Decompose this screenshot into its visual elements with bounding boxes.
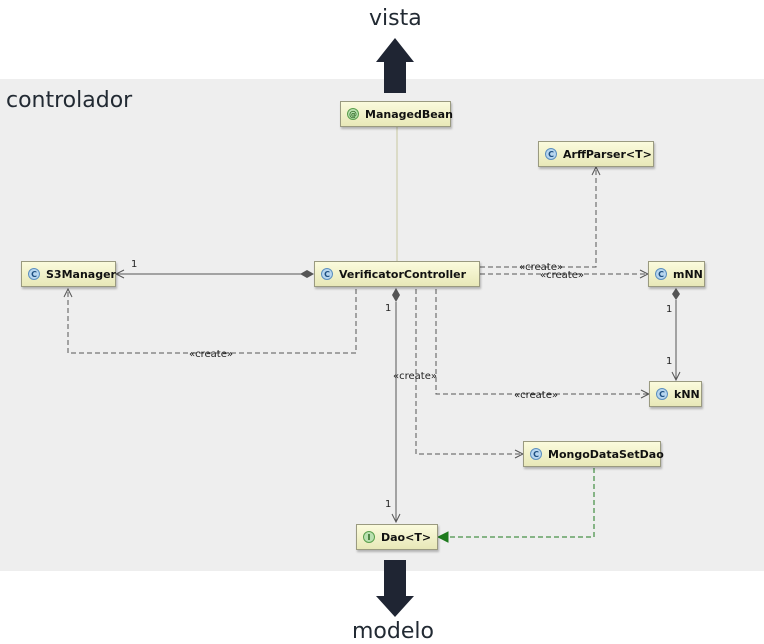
dao-name: Dao<T> [381, 530, 432, 544]
managedbean-annotation-box[interactable]: @ ManagedBean [340, 101, 453, 127]
class-icon: C [530, 448, 542, 460]
create-mongodatasetdao [415, 289, 523, 454]
create-mongo-label: «create» [393, 371, 437, 382]
create-arffparser [480, 167, 596, 268]
class-icon: C [656, 388, 668, 400]
create-arffparser-label: «create» [519, 262, 563, 273]
create-knn-label: «create» [514, 390, 558, 401]
create-s3manager-label: «create» [189, 349, 233, 360]
create-s3manager [68, 289, 357, 354]
view-layer-label: vista [369, 6, 422, 31]
mongodatasetdao-name: MongoDataSetDao [548, 447, 664, 461]
mongodatasetdao-class-box[interactable]: C MongoDataSetDao [523, 441, 664, 467]
s3manager-name: S3Manager [46, 267, 116, 281]
class-icon: C [545, 148, 557, 160]
down-arrow-to-modelo [376, 560, 414, 617]
verificatorcontroller-class-box[interactable]: C VerificatorController [314, 261, 480, 287]
controller-package-label: controlador [6, 88, 133, 113]
annotation-icon: @ [347, 108, 359, 120]
knn-name: kNN [674, 387, 700, 401]
verificator-dao-multiplicity-bottom: 1 [385, 499, 391, 510]
managedbean-name: ManagedBean [365, 107, 453, 121]
s3manager-multiplicity: 1 [131, 259, 137, 270]
create-knn [435, 289, 649, 394]
class-icon: C [655, 268, 667, 280]
knn-multiplicity: 1 [666, 356, 672, 367]
arffparser-name: ArffParser<T> [563, 147, 652, 161]
class-icon: C [321, 268, 333, 280]
mnn-name: mNN [673, 267, 703, 281]
arffparser-class-box[interactable]: C ArffParser<T> [538, 141, 654, 167]
s3manager-class-box[interactable]: C S3Manager [21, 261, 116, 287]
dao-interface-box[interactable]: I Dao<T> [356, 524, 438, 550]
verificator-dao-multiplicity-top: 1 [385, 303, 391, 314]
class-icon: C [28, 268, 40, 280]
mongo-realizes-dao [438, 468, 595, 537]
up-arrow-to-vista [376, 38, 414, 93]
verificatorcontroller-name: VerificatorController [339, 267, 467, 281]
model-layer-label: modelo [352, 619, 434, 644]
create-mnn-label: «create» [540, 270, 584, 281]
interface-icon: I [363, 531, 375, 543]
mnn-class-box[interactable]: C mNN [648, 261, 705, 287]
mnn-multiplicity: 1 [666, 304, 672, 315]
knn-class-box[interactable]: C kNN [649, 381, 702, 407]
